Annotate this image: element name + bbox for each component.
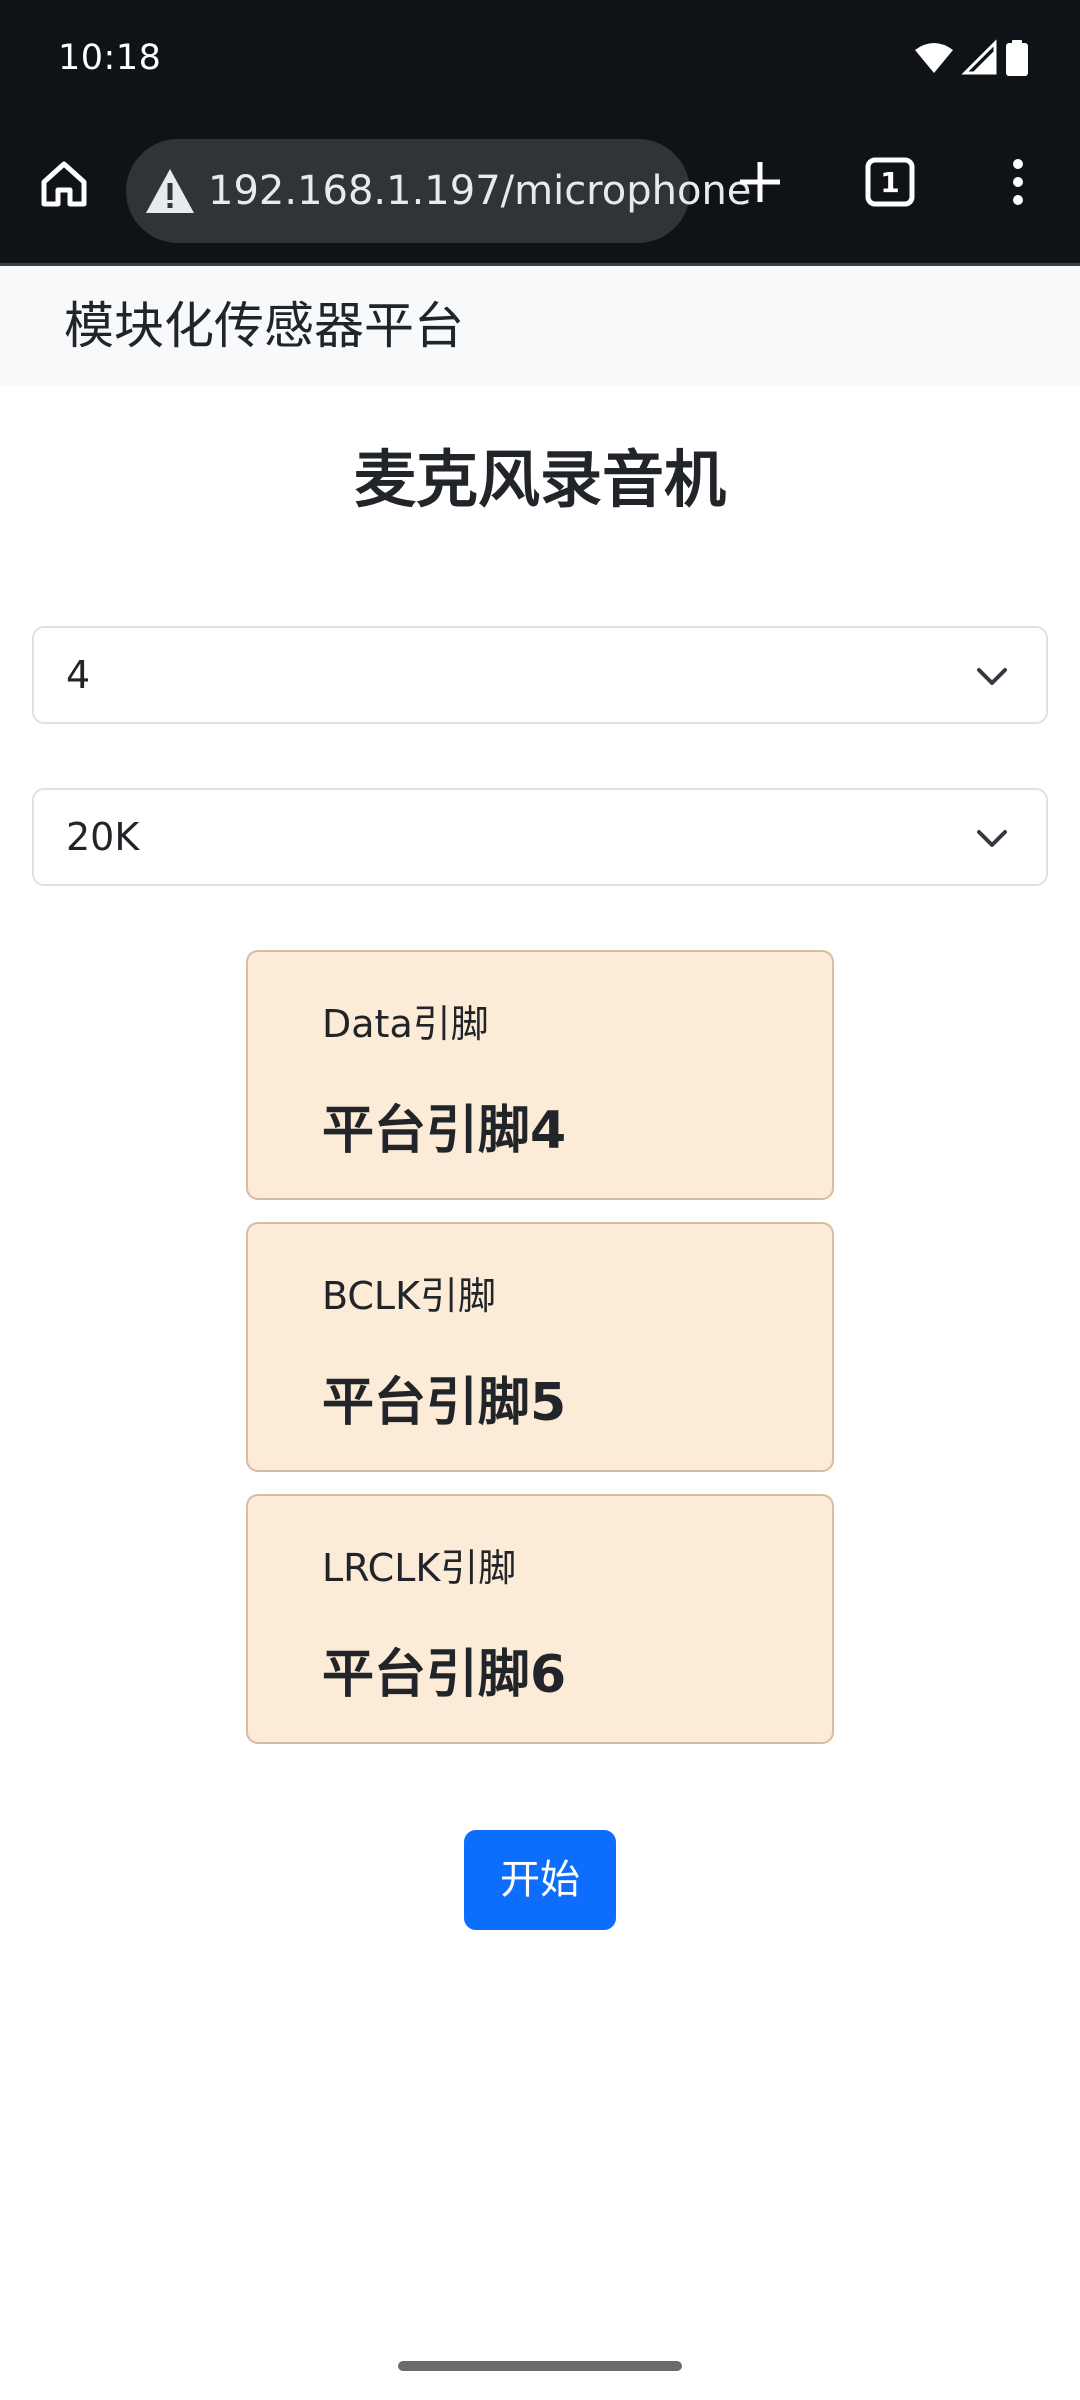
chevron-down-icon xyxy=(977,830,1007,847)
more-vert-icon xyxy=(1013,159,1023,205)
navbar: 模块化传感器平台 xyxy=(0,266,1080,386)
url-text[interactable]: 192.168.1.197/microphone xyxy=(208,168,752,214)
status-time: 10:18 xyxy=(58,38,162,78)
pin-card-value: 平台引脚5 xyxy=(322,1373,567,1433)
start-button[interactable]: 开始 xyxy=(464,1830,616,1930)
chevron-down-icon xyxy=(977,668,1007,685)
lrclk-pin-card: LRCLK引脚 平台引脚6 xyxy=(246,1494,834,1744)
data-pin-card: Data引脚 平台引脚4 xyxy=(246,950,834,1200)
plus-icon xyxy=(740,162,780,202)
pin-card-value: 平台引脚4 xyxy=(322,1101,567,1161)
pin-select-value: 4 xyxy=(66,653,91,697)
wifi-icon xyxy=(915,43,953,73)
tab-switcher-button[interactable]: 1 xyxy=(856,148,924,216)
pin-card-label: BCLK引脚 xyxy=(322,1274,497,1318)
page-title: 麦克风录音机 xyxy=(353,443,726,516)
pin-card-value: 平台引脚6 xyxy=(322,1645,567,1705)
sample-rate-select-value: 20K xyxy=(66,815,140,859)
sample-rate-select[interactable]: 20K xyxy=(32,788,1048,886)
pin-select[interactable]: 4 xyxy=(32,626,1048,724)
status-icons xyxy=(914,38,1028,78)
more-menu-button[interactable] xyxy=(984,148,1052,216)
navbar-brand[interactable]: 模块化传感器平台 xyxy=(64,297,464,355)
pin-card-label: LRCLK引脚 xyxy=(322,1546,517,1590)
home-icon xyxy=(41,161,87,207)
warning-icon[interactable] xyxy=(144,165,196,217)
gesture-navigation-bar[interactable] xyxy=(398,2361,682,2371)
tab-count: 1 xyxy=(880,165,900,199)
home-button[interactable] xyxy=(30,150,98,218)
signal-icon xyxy=(961,39,997,75)
new-tab-button[interactable] xyxy=(726,148,794,216)
browser-toolbar: 192.168.1.197/microphone 1 xyxy=(0,118,1080,266)
pin-card-label: Data引脚 xyxy=(322,1002,489,1046)
address-bar[interactable]: 192.168.1.197/microphone xyxy=(126,139,752,243)
bclk-pin-card: BCLK引脚 平台引脚5 xyxy=(246,1222,834,1472)
battery-icon xyxy=(1006,40,1028,76)
status-bar: 10:18 xyxy=(0,0,1080,118)
tab-switcher-icon xyxy=(865,157,915,207)
